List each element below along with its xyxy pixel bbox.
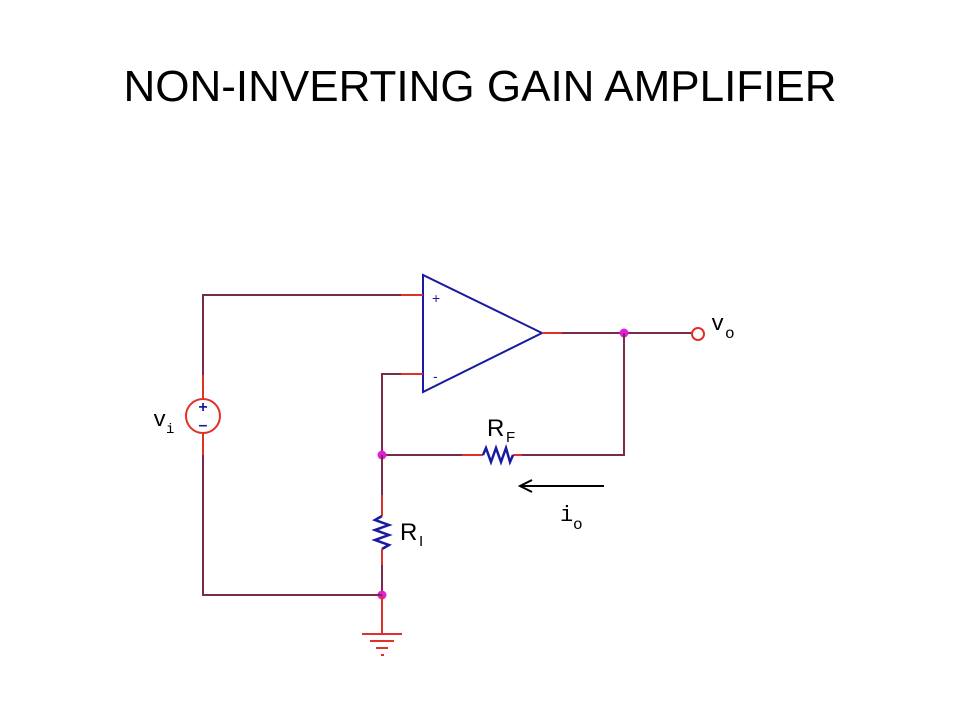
vo-label-main: v xyxy=(711,312,724,337)
source-return-wire xyxy=(202,455,382,596)
ri-label-sub: I xyxy=(419,533,423,550)
ground-icon xyxy=(362,633,402,656)
source-plus: + xyxy=(198,399,207,416)
vi-label-sub: i xyxy=(166,422,174,438)
vi-label-main: v xyxy=(153,408,166,433)
current-arrow-icon xyxy=(517,479,604,493)
op-amp-symbol xyxy=(422,273,545,394)
ri-label-main: R xyxy=(400,519,417,546)
vo-label-sub: o xyxy=(725,325,735,343)
rf-label-sub: F xyxy=(506,429,515,446)
current-label-sub: o xyxy=(573,516,583,534)
output-terminal xyxy=(691,327,705,341)
source-minus: – xyxy=(199,417,208,434)
input-resistor xyxy=(371,514,393,551)
current-label-main: i xyxy=(560,503,573,528)
op-amp-minus-pin: - xyxy=(433,368,438,384)
minus-input-wire xyxy=(381,373,401,455)
plus-input-wire xyxy=(202,294,401,375)
feedback-wire-right xyxy=(522,333,625,456)
op-amp-plus-pin: + xyxy=(432,290,440,306)
rf-label-main: R xyxy=(487,415,504,442)
slide-title: NON-INVERTING GAIN AMPLIFIER xyxy=(123,62,837,111)
feedback-resistor xyxy=(481,443,515,466)
